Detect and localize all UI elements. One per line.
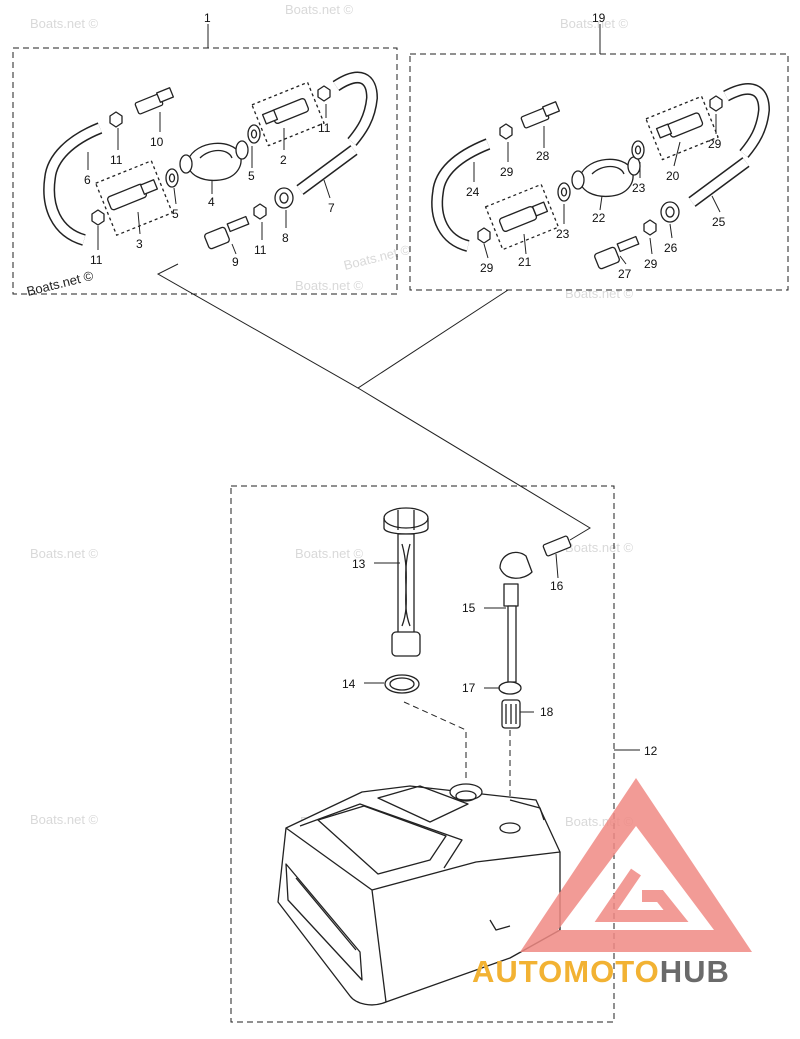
connector-lines (156, 24, 640, 820)
washer-5 (165, 168, 179, 188)
callout-21: 21 (518, 255, 532, 269)
callout-27: 27 (618, 267, 632, 281)
callout-9: 9 (232, 255, 239, 269)
right-assembly-parts (431, 83, 770, 270)
callout-17: 17 (462, 681, 476, 695)
callout-16: 16 (550, 579, 564, 593)
connector-27 (594, 235, 640, 270)
callout-11: 11 (254, 243, 267, 257)
brand-wordmark: AUTOMOTOHUB (472, 954, 798, 990)
brand-logo-icon (520, 778, 752, 952)
callout-5: 5 (248, 169, 255, 183)
callout-22: 22 (592, 211, 606, 225)
callout-5: 5 (172, 207, 179, 221)
watermark: Boats.net © (565, 286, 634, 301)
fuel-line-assembly-alt-box (409, 53, 789, 291)
callout-4: 4 (208, 195, 215, 209)
tank-assembly-parts (277, 507, 572, 1006)
check-valve-2 (261, 98, 310, 125)
watermark: Boats.net © (560, 16, 629, 31)
callout-25: 25 (712, 215, 726, 229)
callout-14: 14 (342, 677, 356, 691)
primer-bulb-4 (187, 142, 242, 182)
nut-11 (317, 85, 331, 102)
fuel-tank-assembly-box (230, 485, 615, 1023)
nut-29 (643, 219, 657, 236)
callout-7: 7 (328, 201, 335, 215)
watermark: Boats.net © (285, 2, 354, 17)
watermark: Boats.net © (30, 812, 99, 827)
callout-8: 8 (282, 231, 289, 245)
connector-9 (204, 215, 250, 250)
callout-18: 18 (540, 705, 554, 719)
callout-29: 29 (708, 137, 722, 151)
callout-29: 29 (644, 257, 658, 271)
washer-23 (557, 182, 571, 202)
fitting-28 (520, 101, 561, 129)
callout-26: 26 (664, 241, 678, 255)
watermark: Boats.net © (30, 16, 99, 31)
fuel-tank-12 (277, 783, 561, 1006)
callout-11: 11 (90, 253, 103, 267)
watermark: Boats.net © (342, 242, 412, 273)
callout-2: 2 (280, 153, 287, 167)
watermark: Boats.net © (295, 546, 364, 561)
left-assembly-parts (43, 71, 378, 250)
check-valve-20 (655, 112, 704, 139)
group-boxes (12, 47, 789, 1023)
nut-11 (253, 203, 267, 220)
nut-29 (709, 95, 723, 112)
callout-28: 28 (536, 149, 550, 163)
check-valve-21 (498, 201, 549, 232)
callout-23: 23 (556, 227, 570, 241)
callout-11: 11 (110, 153, 123, 167)
callout-13: 13 (352, 557, 366, 571)
nut-11 (109, 111, 123, 128)
callout-11: 11 (318, 121, 331, 135)
callout-29: 29 (500, 165, 514, 179)
callout-6: 6 (84, 173, 91, 187)
check-valve-3 (107, 179, 159, 211)
callout-labels: 1 2 3 4 5 5 6 7 8 9 10 11 11 11 11 12 13… (84, 11, 726, 758)
nut-11 (91, 209, 105, 226)
watermark: Boats.net © (295, 278, 364, 293)
callout-1: 1 (204, 11, 211, 25)
nut-29 (499, 123, 513, 140)
watermark: Boats.net © (565, 540, 634, 555)
fuel-line-assembly-box (12, 47, 398, 295)
callout-29: 29 (480, 261, 494, 275)
pickup-tube-15 (499, 551, 533, 683)
fitting-16 (542, 535, 572, 557)
washer-5 (247, 124, 261, 144)
primer-bulb-22 (579, 158, 634, 198)
washer-23 (631, 140, 645, 160)
callout-12: 12 (644, 744, 658, 758)
watermark: Boats.net © (30, 546, 99, 561)
callout-19: 19 (592, 11, 606, 25)
callout-20: 20 (666, 169, 680, 183)
grommet-8 (274, 187, 294, 209)
nut-29 (477, 227, 491, 244)
callout-15: 15 (462, 601, 476, 615)
callout-leaders (87, 104, 721, 713)
callout-3: 3 (136, 237, 143, 251)
o-ring-17 (498, 681, 522, 695)
brand-part-2: HUB (659, 954, 730, 989)
callout-24: 24 (466, 185, 480, 199)
fuel-gauge-13 (383, 507, 429, 657)
callout-10: 10 (150, 135, 164, 149)
fitting-10 (134, 87, 175, 115)
callout-23: 23 (632, 181, 646, 195)
grommet-26 (660, 201, 680, 223)
brand-part-1: AUTOMOTO (472, 954, 660, 989)
